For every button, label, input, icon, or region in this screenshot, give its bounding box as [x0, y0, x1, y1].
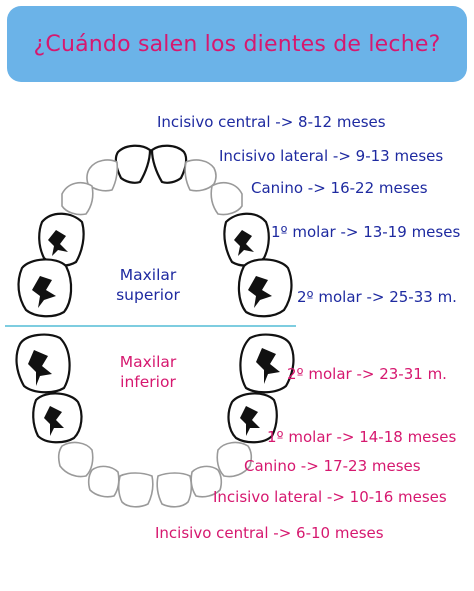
upper-lateral-incisor-right [184, 159, 217, 192]
upper-canine-left [61, 181, 94, 216]
lower-central-incisor-right [156, 472, 193, 508]
upper-central-incisor-left [114, 144, 152, 184]
lower-first-molar-label: 1º molar -> 14-18 meses [267, 428, 457, 446]
maxilar-superior-label: Maxilar superior [88, 265, 208, 305]
upper-lateral-incisor-left [86, 159, 119, 192]
upper-canine-label: Canino -> 16-22 meses [251, 179, 428, 197]
title-banner: ¿Cuándo salen los dientes de leche? [7, 6, 467, 82]
maxilar-inferior-line1: Maxilar [119, 353, 177, 371]
lower-lateral-incisor-left [87, 465, 120, 498]
lower-central-incisor-label: Incisivo central -> 6-10 meses [155, 524, 384, 542]
upper-first-molar-label: 1º molar -> 13-19 meses [271, 223, 461, 241]
lower-canine-right [216, 441, 253, 478]
upper-canine-right [210, 181, 243, 216]
fissure-mark [48, 230, 68, 256]
fissure-mark [256, 348, 280, 384]
lower-lateral-incisor-right [190, 465, 223, 498]
lower-second-molar-label: 2º molar -> 23-31 m. [287, 365, 447, 383]
page-title: ¿Cuándo salen los dientes de leche? [33, 31, 441, 57]
upper-second-molar-right [237, 258, 293, 318]
fissure-mark [32, 276, 56, 308]
upper-central-incisor-label: Incisivo central -> 8-12 meses [157, 113, 386, 131]
fissure-mark [240, 406, 260, 436]
fissure-mark [248, 276, 272, 308]
lower-lateral-incisor-label: Incisivo lateral -> 10-16 meses [213, 488, 447, 506]
fissure-mark [28, 350, 52, 386]
maxilar-superior-line1: Maxilar [119, 266, 177, 284]
maxilar-superior-line2: superior [116, 286, 180, 304]
upper-central-incisor-right [150, 144, 188, 184]
lower-canine-left [57, 441, 94, 478]
lower-canine-label: Canino -> 17-23 meses [244, 457, 421, 475]
fissure-mark [234, 230, 254, 256]
lower-central-incisor-left [117, 472, 154, 508]
fissure-mark [44, 406, 64, 436]
upper-second-molar-label: 2º molar -> 25-33 m. [297, 288, 457, 306]
upper-lateral-incisor-label: Incisivo lateral -> 9-13 meses [219, 147, 444, 165]
maxilar-inferior-line2: inferior [120, 373, 176, 391]
maxilar-inferior-label: Maxilar inferior [88, 352, 208, 392]
